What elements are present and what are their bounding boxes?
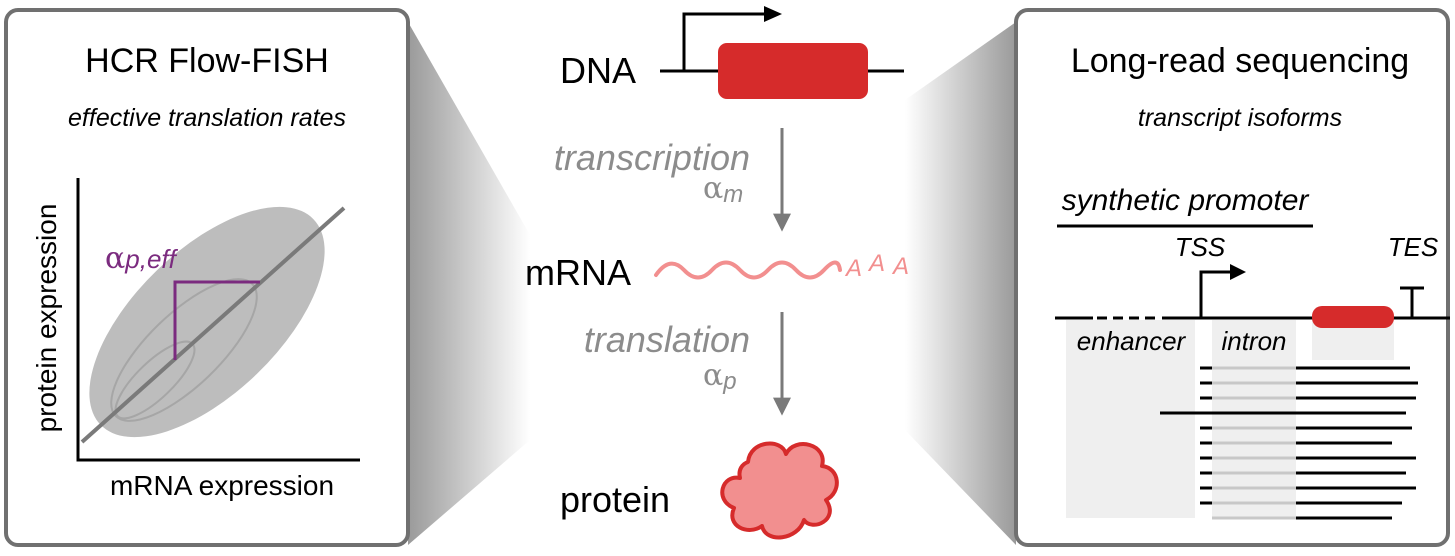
right-panel-title: Long-read sequencing: [1071, 42, 1409, 80]
fit-line: [80, 206, 346, 444]
slope-subscript: p,eff: [124, 244, 178, 274]
translation-rate: αp: [703, 358, 737, 395]
poly-a-1: A: [844, 255, 862, 282]
transcription-rate: αm: [703, 171, 743, 208]
slope-triangle: [173, 280, 260, 360]
translation-alpha: α: [703, 358, 723, 393]
left-panel-subtitle: effective translation rates: [68, 104, 346, 132]
protein-blob: [720, 441, 839, 540]
central-dogma: DNA transcription αm mRNA A A A translat…: [525, 6, 909, 540]
translation-label: translation: [584, 319, 750, 360]
tss-arrow-shaft: [1199, 270, 1232, 318]
right-panel: Long-read sequencing transcript isoforms…: [1014, 8, 1450, 547]
gene-box: [718, 43, 868, 99]
left-panel: HCR Flow-FISH effective translation rate…: [4, 8, 410, 547]
mrna-label: mRNA: [525, 252, 631, 293]
slope-label: αp,eff: [105, 241, 179, 276]
enhancer-region: [1066, 320, 1195, 518]
left-zoom-connector: [408, 22, 530, 545]
transcription-alpha: α: [703, 171, 723, 206]
tes-label: TES: [1388, 232, 1439, 262]
tss-arrowhead: [1230, 264, 1246, 280]
x-axis-label: mRNA expression: [110, 470, 334, 501]
dna-promoter-arrowhead: [764, 6, 782, 22]
enhancer-label: enhancer: [1077, 326, 1187, 356]
poly-a-tail: A A A: [844, 250, 909, 282]
y-axis-label: protein expression: [31, 204, 62, 433]
intron-label: intron: [1221, 326, 1286, 356]
dna-promoter-arrow-shaft: [682, 12, 766, 71]
synthetic-promoter-label: synthetic promoter: [1062, 184, 1310, 217]
right-zoom-connector: [905, 22, 1016, 545]
scatter-plot: αp,eff protein expression mRNA expressio…: [31, 178, 360, 501]
outer-distribution-ellipse: [89, 206, 325, 438]
poly-a-3: A: [891, 253, 909, 280]
tss-label: TSS: [1175, 232, 1226, 262]
left-panel-title: HCR Flow-FISH: [85, 42, 329, 80]
protein-label: protein: [560, 479, 670, 520]
translation-subscript: p: [722, 368, 736, 395]
transcription-subscript: m: [723, 181, 743, 208]
reporter-gene-box: [1312, 306, 1394, 328]
mrna-strand: [654, 260, 842, 280]
inner-contour-ellipse: [110, 278, 258, 422]
dna-label: DNA: [560, 50, 636, 91]
intron-region: [1212, 320, 1296, 518]
transcription-label: transcription: [554, 137, 750, 178]
isoform-reads: [1160, 366, 1418, 520]
poly-a-2: A: [867, 250, 885, 277]
right-panel-subtitle: transcript isoforms: [1138, 104, 1342, 132]
slope-alpha: α: [105, 241, 125, 276]
